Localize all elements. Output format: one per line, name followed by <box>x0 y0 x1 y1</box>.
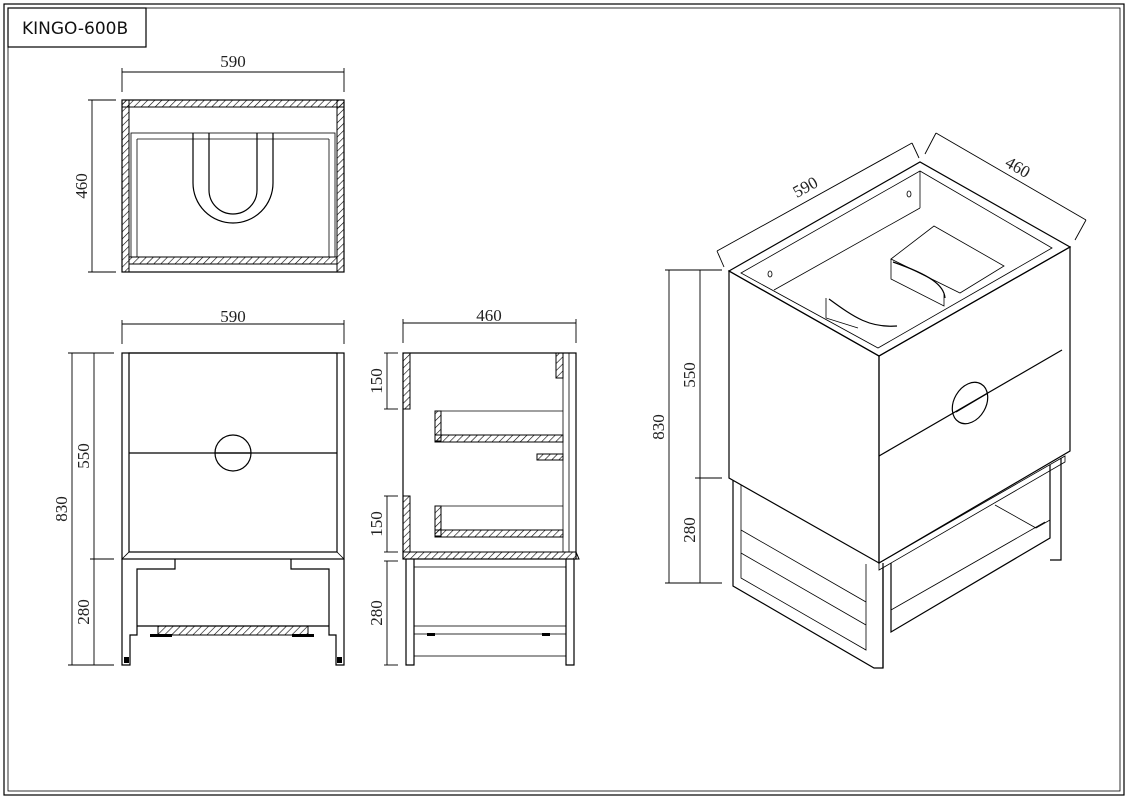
inner-border <box>7 7 1121 792</box>
iso-width-dimension: 590 <box>790 173 822 202</box>
front-total-height-dimension: 830 <box>52 496 71 522</box>
front-leg-height-dimension: 280 <box>74 599 93 625</box>
side-view: 460 150 150 280 <box>367 306 580 666</box>
title-block: KINGO-600B <box>7 7 147 48</box>
side-top-drawer-dimension: 150 <box>367 368 386 394</box>
top-depth-dimension: 460 <box>72 173 91 199</box>
top-width-dimension: 590 <box>220 52 246 71</box>
side-leg-height-dimension: 280 <box>367 600 386 626</box>
iso-depth-dimension: 460 <box>1002 153 1034 182</box>
iso-total-height-dimension: 830 <box>649 414 668 440</box>
model-title: KINGO-600B <box>22 19 128 39</box>
side-bottom-drawer-dimension: 150 <box>367 511 386 537</box>
front-view: 590 830 550 280 <box>52 307 345 666</box>
outer-border <box>3 3 1125 796</box>
front-cabinet-height-dimension: 550 <box>74 443 93 469</box>
isometric-view: 590 460 830 550 280 <box>649 132 1087 669</box>
iso-leg-height-dimension: 280 <box>680 517 699 543</box>
side-depth-dimension: 460 <box>476 306 502 325</box>
iso-drawer-handle-icon <box>951 381 989 425</box>
front-width-dimension: 590 <box>220 307 246 326</box>
iso-cabinet-height-dimension: 550 <box>680 362 699 388</box>
top-view: 590 460 <box>72 52 345 273</box>
